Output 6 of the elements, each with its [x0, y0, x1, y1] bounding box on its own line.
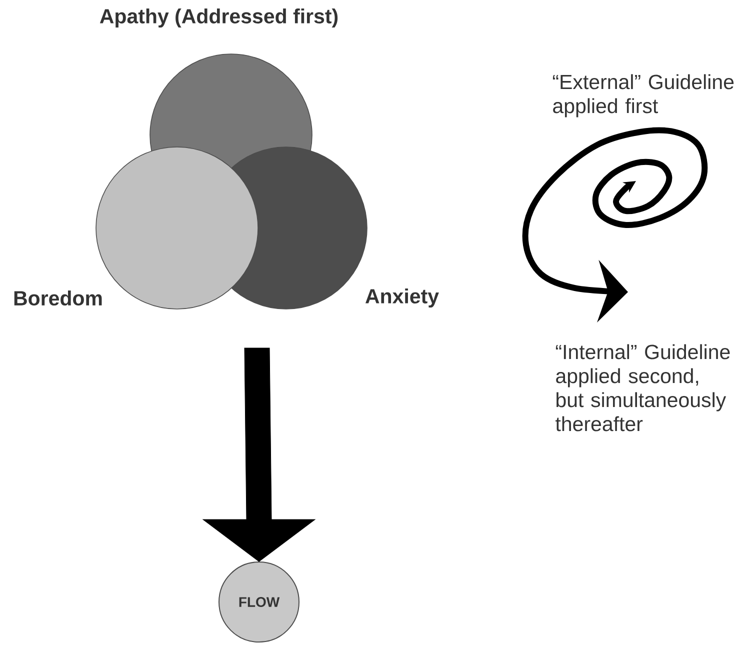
circle-label: Anxiety: [366, 288, 439, 308]
arrow: [202, 348, 316, 562]
guideline-note: “Internal” Guideline applied second, but simultaneously thereafter: [556, 344, 730, 432]
circle-label: Apathy (Addressed first): [100, 8, 338, 28]
guideline-note: “External” Guideline applied first: [552, 74, 734, 118]
circle-label: Boredom: [14, 290, 102, 306]
